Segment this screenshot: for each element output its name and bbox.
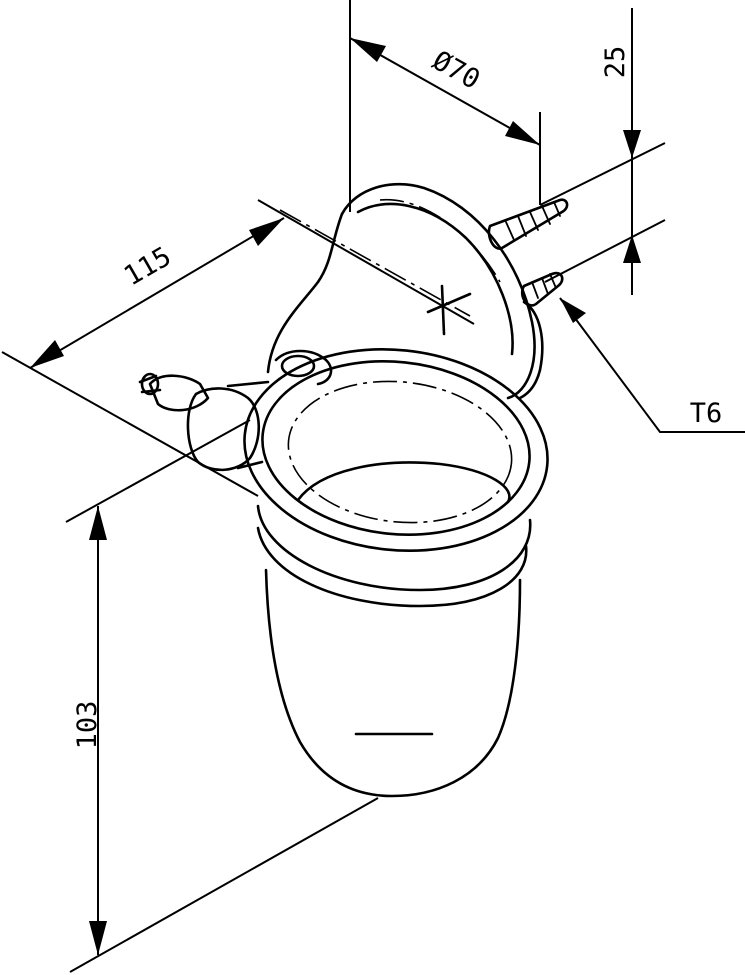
height-label: 103 bbox=[72, 701, 103, 750]
wall-screws bbox=[487, 198, 569, 307]
dimension-labels: Ø70 115 103 25 T6 bbox=[72, 45, 722, 749]
depth-label: 115 bbox=[119, 241, 177, 292]
diameter-label: Ø70 bbox=[427, 45, 485, 96]
cup-ring bbox=[243, 347, 549, 608]
screw-spacing-label: 25 bbox=[600, 46, 631, 79]
holder-arm bbox=[138, 349, 333, 472]
wall-plate bbox=[266, 182, 544, 400]
screw-type-label: T6 bbox=[690, 398, 723, 429]
glass-cup bbox=[264, 568, 522, 798]
